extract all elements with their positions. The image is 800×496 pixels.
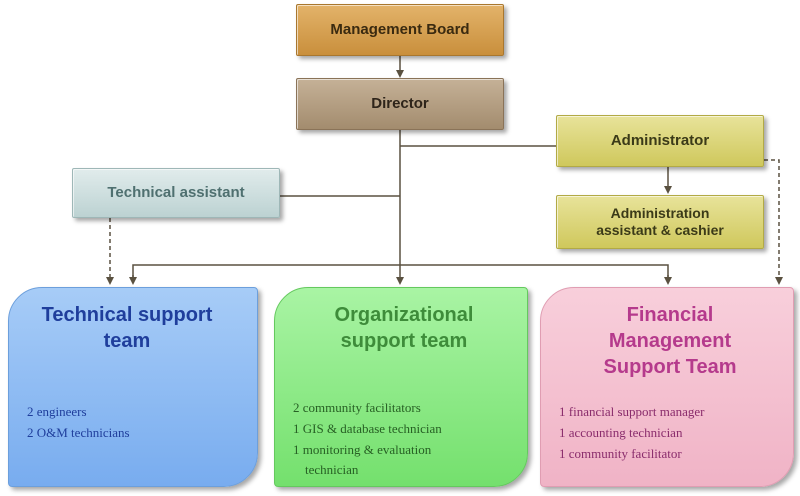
financial-team-members: 1 financial support manager 1 accounting…: [559, 402, 781, 464]
organizational-team-title: Organizational support team: [293, 302, 515, 354]
administrator-label: Administrator: [610, 131, 710, 149]
organizational-team-members: 2 community facilitators 1 GIS & databas…: [293, 398, 515, 481]
management-board-box: Management Board: [296, 4, 504, 56]
administrator-box: Administrator: [556, 115, 764, 167]
technical-support-team-box: Technical support team 2 engineers 2 O&M…: [8, 287, 258, 487]
technical-assistant-box: Technical assistant: [72, 168, 280, 218]
organizational-support-team-box: Organizational support team 2 community …: [274, 287, 528, 487]
list-item: 1 accounting technician: [559, 424, 683, 440]
connector-branch-teams: [132, 264, 669, 283]
director-label: Director: [371, 94, 429, 112]
technical-team-members: 2 engineers 2 O&M technicians: [27, 402, 245, 444]
list-item: 1 community facilitator: [559, 445, 682, 461]
connector-dashed-administrator-financial: [764, 159, 783, 285]
management-board-label: Management Board: [330, 20, 470, 38]
technical-team-title-line1: Technical support: [41, 304, 213, 326]
financial-management-support-team-box: Financial Management Support Team 1 fina…: [540, 287, 794, 487]
list-item: 2 engineers: [27, 404, 87, 419]
organizational-team-title-line1: Organizational: [334, 304, 474, 326]
list-item: 2 O&M technicians: [27, 424, 130, 440]
list-item: 1 GIS & database technician: [293, 420, 442, 436]
list-item: technician: [305, 462, 359, 478]
list-item: 2 community facilitators: [293, 400, 421, 415]
administration-assistant-box: Administration assistant & cashier: [556, 195, 764, 249]
administration-assistant-label-line2: assistant & cashier: [596, 222, 724, 238]
list-item: 1 financial support manager: [559, 404, 705, 419]
director-box: Director: [296, 78, 504, 130]
organizational-team-title-line2: support team: [340, 330, 468, 352]
financial-team-title: Financial Management Support Team: [559, 302, 781, 380]
technical-team-title-line2: team: [103, 330, 151, 352]
financial-team-title-line3: Support Team: [603, 356, 737, 378]
list-item: 1 monitoring & evaluation: [293, 441, 432, 457]
financial-team-title-line2: Management: [608, 330, 732, 352]
financial-team-title-line1: Financial: [626, 304, 714, 326]
technical-team-title: Technical support team: [27, 302, 245, 354]
technical-assistant-label: Technical assistant: [107, 183, 245, 201]
administration-assistant-label-line1: Administration: [610, 204, 710, 221]
